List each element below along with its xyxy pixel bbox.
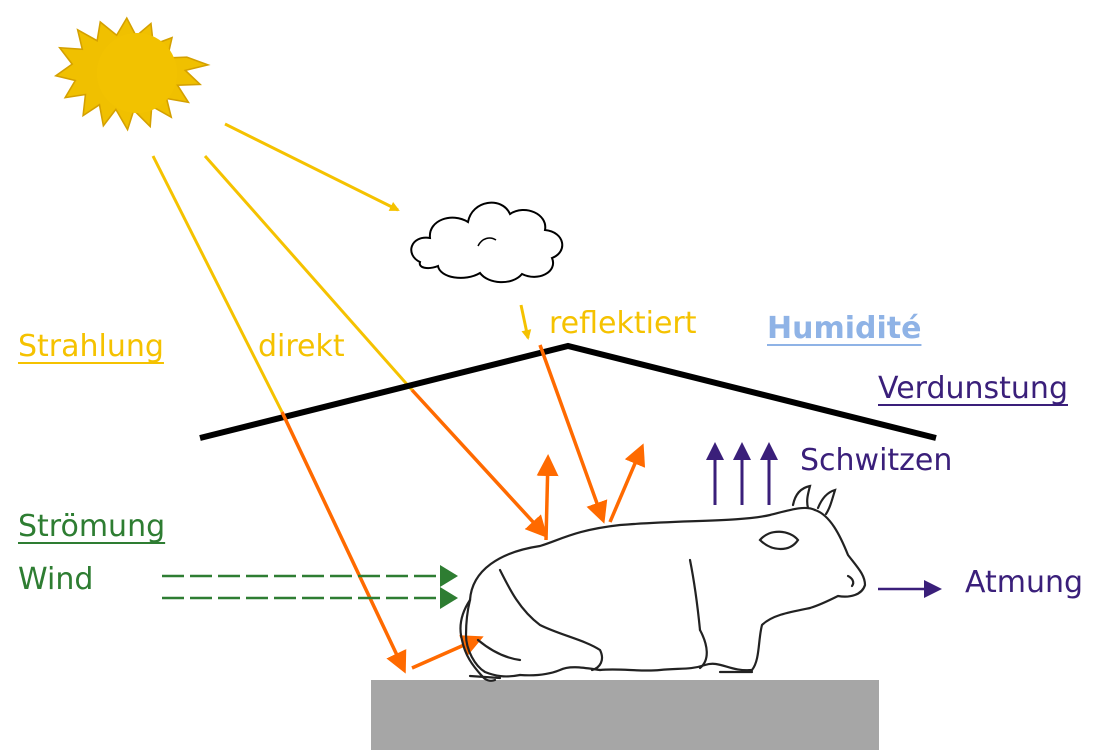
- direct-ray-1: [151, 155, 284, 413]
- heat-arrows: [280, 344, 646, 674]
- cloud-icon: [410, 201, 564, 284]
- label-direkt: direkt: [258, 329, 345, 364]
- wind-arrows: [162, 565, 458, 609]
- cow-illustration: [459, 484, 867, 682]
- label-humidite: Humidité: [767, 311, 922, 346]
- sun-icon: [53, 16, 211, 132]
- sun-to-cloud-arrow: [224, 122, 400, 212]
- label-strahlung: Strahlung: [18, 329, 164, 364]
- roof-line: [199, 342, 937, 441]
- label-verdunstung: Verdunstung: [878, 371, 1068, 406]
- label-schwitzen: Schwitzen: [800, 443, 953, 478]
- radiation-arrows: [151, 122, 532, 413]
- direct-ray-2: [203, 155, 414, 391]
- label-reflektiert: reflektiert: [549, 306, 697, 341]
- ground-block: [371, 680, 879, 750]
- sweat-arrows: [706, 442, 778, 505]
- label-atmung: Atmung: [965, 565, 1084, 600]
- cloud-reflection-arrow: [519, 304, 532, 340]
- label-wind: Wind: [18, 562, 94, 597]
- label-stroemung: Strömung: [18, 509, 166, 544]
